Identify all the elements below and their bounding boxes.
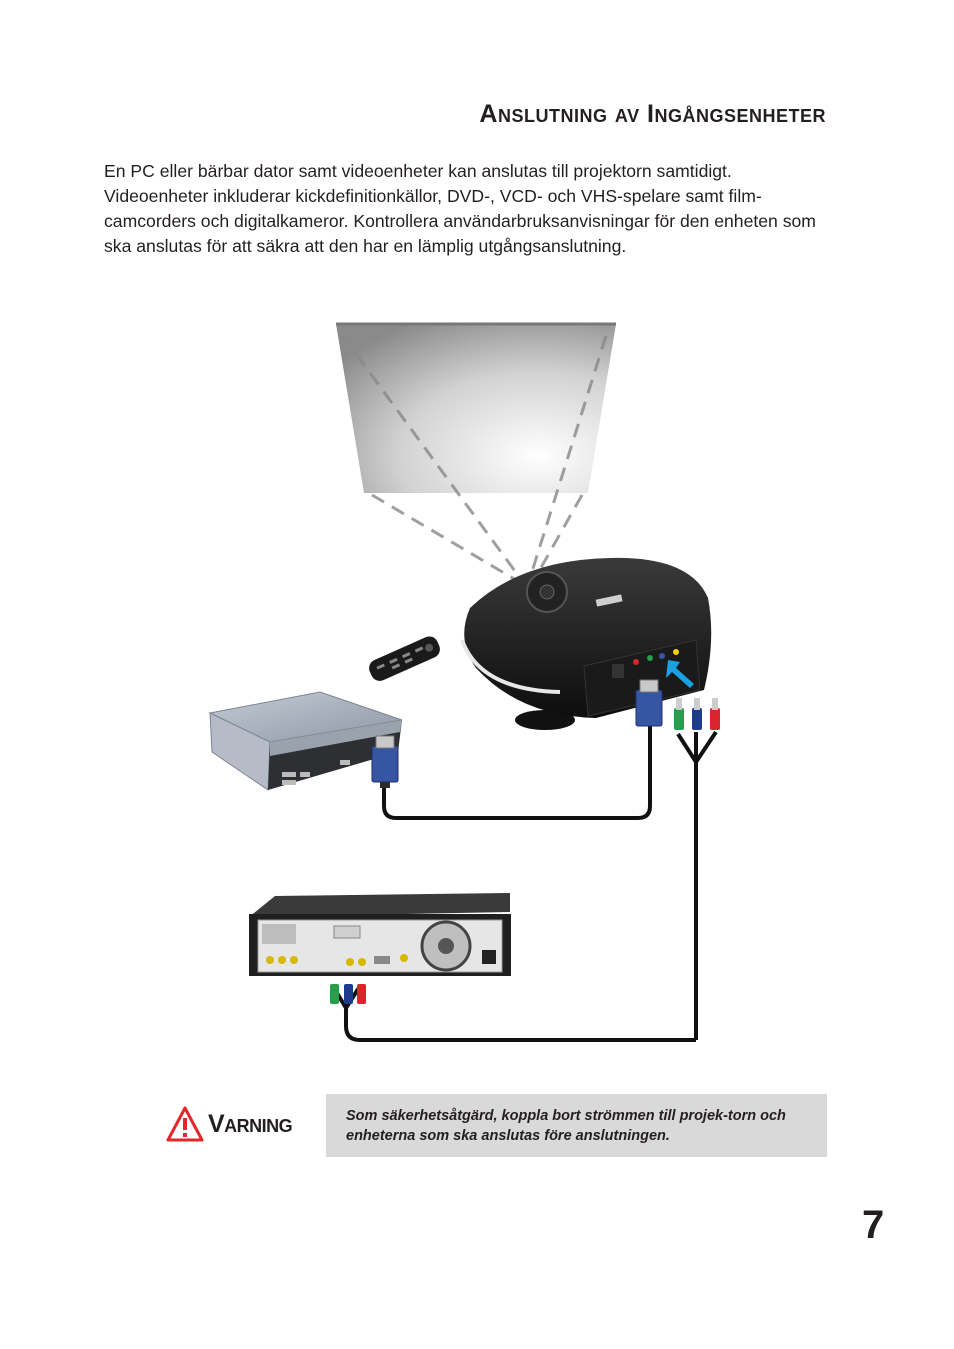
vga-connector-projector [635,679,663,727]
projection-screen [336,322,616,493]
laptop [208,691,403,791]
warning-triangle-icon [166,1106,204,1142]
connection-diagram [208,322,720,1042]
section-title: Anslutning av Ingångsenheter [479,100,826,128]
warning-text: Som säkerhetsåtgärd, koppla bort strömme… [346,1108,786,1144]
connector-pointer-arrow-icon [666,660,694,688]
cables [332,724,718,1042]
vga-connector-laptop [371,735,399,788]
projection-beam-lines [341,335,608,582]
warning-callout: Som säkerhetsåtgärd, koppla bort strömme… [326,1094,827,1157]
component-rca-connectors-dvd [330,984,366,1004]
remote-control [369,636,440,681]
dvd-player [249,893,511,976]
page-number: 7 [862,1203,885,1247]
warning-heading: Varning [166,1106,293,1142]
warning-label: Varning [208,1109,293,1138]
intro-paragraph: En PC eller bärbar dator samt videoenhet… [104,161,816,256]
projector [460,557,712,730]
component-rca-connectors-projector [674,698,720,730]
